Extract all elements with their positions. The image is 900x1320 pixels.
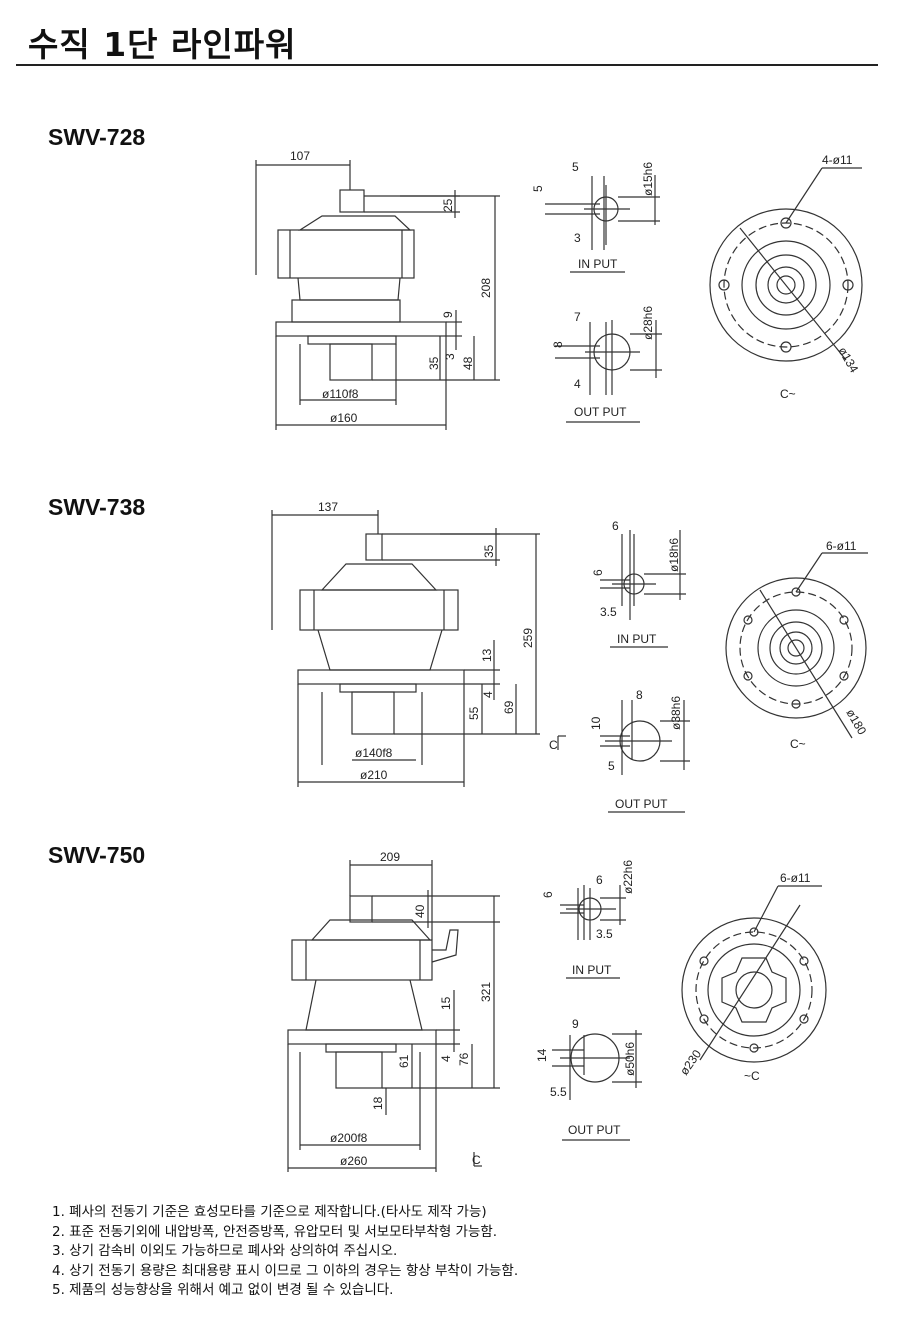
dim-total-h-728: 208 (479, 278, 493, 298)
dim-flange-d-728: ø160 (330, 411, 358, 425)
dim-shaft-len-728: 35 (427, 356, 441, 370)
in-key-t-750: 3.5 (596, 927, 613, 941)
flange-outline-728 (709, 208, 863, 362)
dim-gap-738: 4 (481, 691, 495, 698)
dim-flange-t-750: 15 (439, 996, 453, 1010)
title-divider (16, 64, 878, 66)
flange-holes-728: 4-ø11 (822, 153, 853, 167)
input-shaft-738 (365, 533, 383, 561)
flange-note-728: C~ (780, 387, 796, 401)
dim-gap-750: 4 (439, 1055, 453, 1062)
dim-pilot-738: ø140f8 (355, 746, 393, 760)
output-shaft-750 (335, 1051, 383, 1089)
dim-low-h-750: 76 (457, 1052, 471, 1066)
notes-list: 1. 폐사의 전동기 기준은 효성모타를 기준으로 제작합니다.(타사도 제작 … (52, 1203, 518, 1301)
flange-note-750: ~C (744, 1069, 760, 1083)
flange-note-738: C~ (790, 737, 806, 751)
dim-low-h-728: 48 (461, 356, 475, 370)
drawing-swv-728: 107 25 208 9 35 3 48 ø110f8 ø160 5 5 3 ø… (255, 149, 863, 430)
top-cover-750 (310, 919, 432, 941)
in-key-w-750: 6 (596, 873, 603, 887)
output-label-738: OUT PUT (615, 797, 668, 811)
dim-width-738: 137 (318, 500, 338, 514)
flange-pcd-750: ø230 (677, 1047, 704, 1078)
out-shaft-738: ø38h6 (669, 696, 683, 730)
gear-housing-728 (277, 229, 415, 279)
dim-shaft-len-750: 61 (397, 1054, 411, 1068)
gear-housing-750 (291, 939, 433, 981)
in-shaft-738: ø18h6 (667, 538, 681, 572)
flange-outline-738 (725, 577, 867, 719)
output-label-728: OUT PUT (574, 405, 627, 419)
dim-key-low-750: 18 (371, 1096, 385, 1110)
output-label-750: OUT PUT (568, 1123, 621, 1137)
dim-flange-t-728: 9 (441, 311, 455, 318)
input-label-750: IN PUT (572, 963, 612, 977)
output-shaft-738 (351, 691, 395, 735)
note-item: 5. 제품의 성능향상을 위해서 예고 없이 변경 될 수 있습니다. (52, 1282, 394, 1298)
in-key-d-750: 6 (541, 891, 555, 898)
dim-width-750: 209 (380, 850, 400, 864)
input-label-738: IN PUT (617, 632, 657, 646)
input-label-728: IN PUT (578, 257, 618, 271)
out-key-t-738: 5 (608, 759, 615, 773)
out-shaft-728: ø28h6 (641, 306, 655, 340)
dim-flange-d-738: ø210 (360, 768, 388, 782)
hub-shape-750 (721, 957, 787, 1023)
page-title: 수직 1단 라인파워 (28, 25, 297, 64)
flange-holes-738: 6-ø11 (826, 539, 857, 553)
dim-key-h-728: 25 (441, 198, 455, 212)
dim-gap-728: 3 (443, 353, 457, 360)
note-item: 2. 표준 전동기외에 내압방폭, 안전증방폭, 유압모터 및 서보모타부착형 … (52, 1223, 498, 1240)
note-item: 4. 상기 전동기 용량은 최대용량 표시 이므로 그 이하의 경우는 항상 부… (52, 1262, 519, 1279)
drawing-swv-750: 209 40 321 15 61 4 76 18 ø200f8 ø260 C 6… (287, 850, 827, 1172)
input-shaft-750 (349, 895, 373, 923)
dim-total-h-750: 321 (479, 982, 493, 1002)
flange-holes-750: 6-ø11 (780, 871, 811, 885)
dim-pilot-728: ø110f8 (322, 387, 359, 401)
vent-fitting-750 (431, 929, 459, 963)
in-key-d-738: 6 (591, 569, 605, 576)
in-shaft-728: ø15h6 (641, 162, 655, 196)
dim-low-h-738: 69 (502, 700, 516, 714)
model-title-swv-728: SWV-728 (48, 124, 146, 150)
in-shaft-750: ø22h6 (621, 860, 635, 894)
input-shaft-728 (339, 189, 365, 213)
out-key-w-750: 9 (572, 1017, 579, 1031)
side-mark-750: C (472, 1153, 481, 1167)
model-title-swv-738: SWV-738 (48, 494, 146, 520)
out-key-d-728: 8 (551, 341, 565, 348)
in-key-d-728: 5 (531, 185, 545, 192)
gear-housing-738 (299, 589, 459, 631)
model-title-swv-750: SWV-750 (48, 842, 146, 868)
dim-shaft-len-738: 55 (467, 706, 481, 720)
in-key-t-738: 3.5 (600, 605, 617, 619)
dim-key-h-750: 40 (413, 904, 427, 918)
flange-outline-750 (681, 917, 827, 1063)
in-key-w-728: 5 (572, 160, 579, 174)
dim-width-728: 107 (290, 149, 310, 163)
dim-flange-t-738: 13 (480, 648, 494, 662)
in-key-t-728: 3 (574, 231, 581, 245)
in-key-w-738: 6 (612, 519, 619, 533)
dim-pilot-750: ø200f8 (330, 1131, 368, 1145)
dim-key-h-738: 35 (482, 544, 496, 558)
mounting-flange-750 (287, 1029, 437, 1045)
note-item: 1. 폐사의 전동기 기준은 효성모타를 기준으로 제작합니다.(타사도 제작 … (52, 1204, 487, 1220)
note-item: 3. 상기 감속비 이외도 가능하므로 폐사와 상의하여 주십시오. (52, 1243, 398, 1259)
out-key-t-750: 5.5 (550, 1085, 567, 1099)
out-key-t-728: 4 (574, 377, 581, 391)
output-shaft-728 (329, 343, 373, 381)
out-key-d-750: 14 (535, 1048, 549, 1062)
out-key-w-728: 7 (574, 310, 581, 324)
dim-total-h-738: 259 (521, 628, 535, 648)
drawing-swv-738: 137 35 259 13 55 4 69 ø140f8 ø210 C 6 6 … (271, 500, 869, 813)
out-shaft-750: ø50h6 (623, 1042, 637, 1076)
side-mark-738: C (549, 738, 558, 752)
housing-neck-750 (305, 979, 423, 1031)
dim-flange-d-750: ø260 (340, 1154, 368, 1168)
out-key-d-738: 10 (589, 716, 603, 730)
out-key-w-738: 8 (636, 688, 643, 702)
